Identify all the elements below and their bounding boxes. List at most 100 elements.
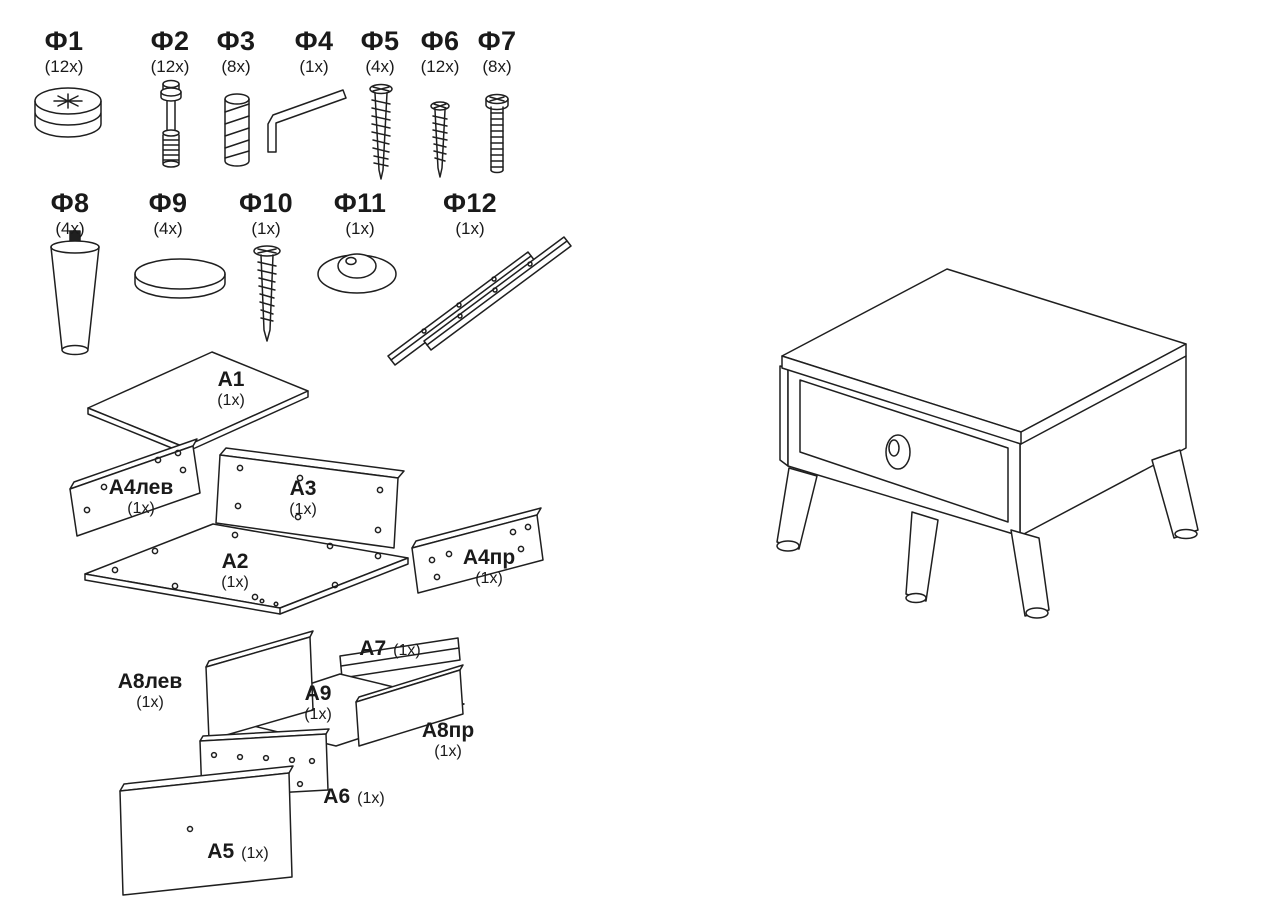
hardware-item-f9: Ф9 (4x) (149, 188, 188, 239)
drawer-knob (885, 434, 911, 470)
panel-a5-drawer-front (119, 765, 294, 896)
label-a1: A1 (1x) (217, 368, 245, 410)
panel-code: A9 (304, 682, 332, 705)
label-a8-right: А8пр (1x) (422, 719, 474, 761)
hardware-item-f1: Ф1 (12x) (45, 26, 84, 77)
panel-qty: (1x) (289, 501, 317, 518)
part-qty: (8x) (482, 57, 512, 76)
furniture-leg-icon (50, 230, 100, 356)
hardware-item-f6: Ф6 (12x) (421, 26, 460, 77)
panel-code: А8лев (117, 670, 183, 693)
hex-key-icon (267, 89, 347, 153)
label-a4-left: А4лев (1x) (109, 476, 174, 518)
panel-qty: (1x) (221, 574, 249, 591)
panel-a8-right (355, 664, 464, 747)
panel-a8-left (205, 630, 314, 741)
label-a6: A6 (1x) (323, 785, 384, 809)
part-code: Ф9 (148, 188, 188, 218)
label-a8-left: А8лев (1x) (118, 670, 183, 712)
nightstand-back-leg (905, 511, 939, 604)
long-screw-icon (253, 245, 281, 342)
label-a3: A3 (1x) (289, 477, 317, 519)
hardware-item-f2: Ф2 (12x) (151, 26, 190, 77)
knob-icon (317, 253, 397, 294)
part-code: Ф6 (420, 26, 460, 56)
part-qty: (1x) (299, 57, 329, 76)
nightstand-front-leg (1010, 529, 1050, 619)
panel-qty: (1x) (217, 392, 245, 409)
part-code: Ф11 (333, 188, 387, 218)
hardware-item-f12: Ф12 (1x) (443, 188, 497, 239)
panel-a3-back (215, 447, 405, 549)
cam-lock-icon (34, 87, 102, 138)
label-a5: A5 (1x) (207, 840, 268, 864)
part-qty: (4x) (55, 219, 85, 238)
panel-qty: (1x) (475, 570, 503, 587)
hardware-item-f11: Ф11 (1x) (334, 188, 387, 239)
part-qty: (12x) (420, 57, 460, 76)
label-a7: A7 (1x) (359, 637, 420, 661)
exploded-view (69, 351, 544, 896)
hardware-item-f4: Ф4 (1x) (295, 26, 334, 77)
panel-qty: (1x) (304, 706, 332, 723)
panel-qty: (1x) (127, 500, 155, 517)
panel-qty: (1x) (136, 694, 164, 711)
line-art-layer (34, 79, 1199, 896)
part-code: Ф7 (477, 26, 517, 56)
label-a9: A9 (1x) (304, 682, 332, 724)
nightstand-body (779, 268, 1187, 537)
part-code: Ф12 (443, 188, 497, 218)
part-qty: (12x) (44, 57, 84, 76)
cam-bolt-icon (160, 79, 182, 168)
panel-code: A7 (359, 637, 387, 660)
hardware-item-f5: Ф5 (4x) (361, 26, 400, 77)
part-code: Ф2 (150, 26, 190, 56)
part-code: Ф5 (360, 26, 400, 56)
hardware-item-f3: Ф3 (8x) (217, 26, 256, 77)
panel-code: А4пр (462, 546, 516, 569)
part-qty: (12x) (150, 57, 190, 76)
panel-a2-bottom (84, 523, 409, 615)
part-code: Ф10 (239, 188, 293, 218)
part-code: Ф1 (44, 26, 84, 56)
nightstand-right-leg (1151, 449, 1199, 540)
wooden-dowel-icon (224, 93, 250, 167)
panel-code: А8пр (421, 719, 475, 742)
panel-a1-top (87, 351, 309, 454)
panel-qty: (1x) (241, 845, 269, 862)
panel-qty: (1x) (393, 642, 421, 659)
panel-code: А4лев (108, 476, 174, 499)
assembled-nightstand (776, 268, 1199, 619)
bolt-icon (485, 93, 509, 174)
part-qty: (8x) (221, 57, 251, 76)
hardware-item-f10: Ф10 (1x) (239, 188, 293, 239)
part-qty: (1x) (455, 219, 485, 238)
panel-a7-rail (339, 637, 461, 679)
drawer-slides-icon (387, 236, 572, 366)
part-qty: (4x) (365, 57, 395, 76)
round-pad-icon (134, 258, 226, 299)
small-screw-icon (430, 101, 450, 178)
hardware-item-f8: Ф8 (4x) (51, 188, 90, 239)
part-code: Ф8 (50, 188, 90, 218)
part-code: Ф4 (294, 26, 334, 56)
panel-code: A5 (207, 840, 235, 863)
part-qty: (1x) (345, 219, 375, 238)
nightstand-left-leg (776, 467, 818, 552)
panel-qty: (1x) (434, 743, 462, 760)
part-qty: (1x) (251, 219, 281, 238)
panel-code: A6 (323, 785, 351, 808)
countersunk-screw-icon (369, 83, 393, 180)
panel-code: A3 (289, 477, 317, 500)
panel-code: A1 (217, 368, 245, 391)
panel-qty: (1x) (357, 790, 385, 807)
panel-a4-left (69, 438, 201, 537)
panel-code: A2 (221, 550, 249, 573)
hardware-item-f7: Ф7 (8x) (478, 26, 517, 77)
label-a4-right: А4пр (1x) (463, 546, 515, 588)
part-qty: (4x) (153, 219, 183, 238)
part-code: Ф3 (216, 26, 256, 56)
label-a2: A2 (1x) (221, 550, 249, 592)
